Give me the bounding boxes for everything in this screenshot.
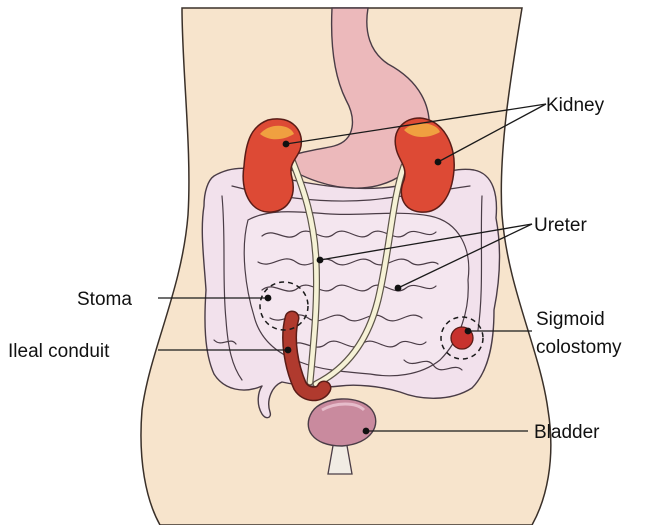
label-colostomy: colostomy (536, 337, 622, 358)
ileal-conduit-dot (285, 347, 292, 354)
kidney-dot-left (283, 141, 290, 148)
label-sigmoid: Sigmoid (536, 309, 605, 330)
ureter-dot-left (317, 257, 324, 264)
label-ileal-conduit: Ileal conduit (8, 341, 110, 362)
kidney-dot-right (435, 159, 442, 166)
bladder (308, 399, 376, 446)
sigmoid-dot (465, 328, 472, 335)
label-ureter: Ureter (534, 215, 587, 236)
label-bladder: Bladder (534, 422, 600, 443)
label-kidney: Kidney (546, 95, 605, 116)
stoma-dot (265, 295, 272, 302)
label-stoma: Stoma (77, 289, 132, 310)
ureter-dot-right (395, 285, 402, 292)
bladder-dot (363, 428, 370, 435)
